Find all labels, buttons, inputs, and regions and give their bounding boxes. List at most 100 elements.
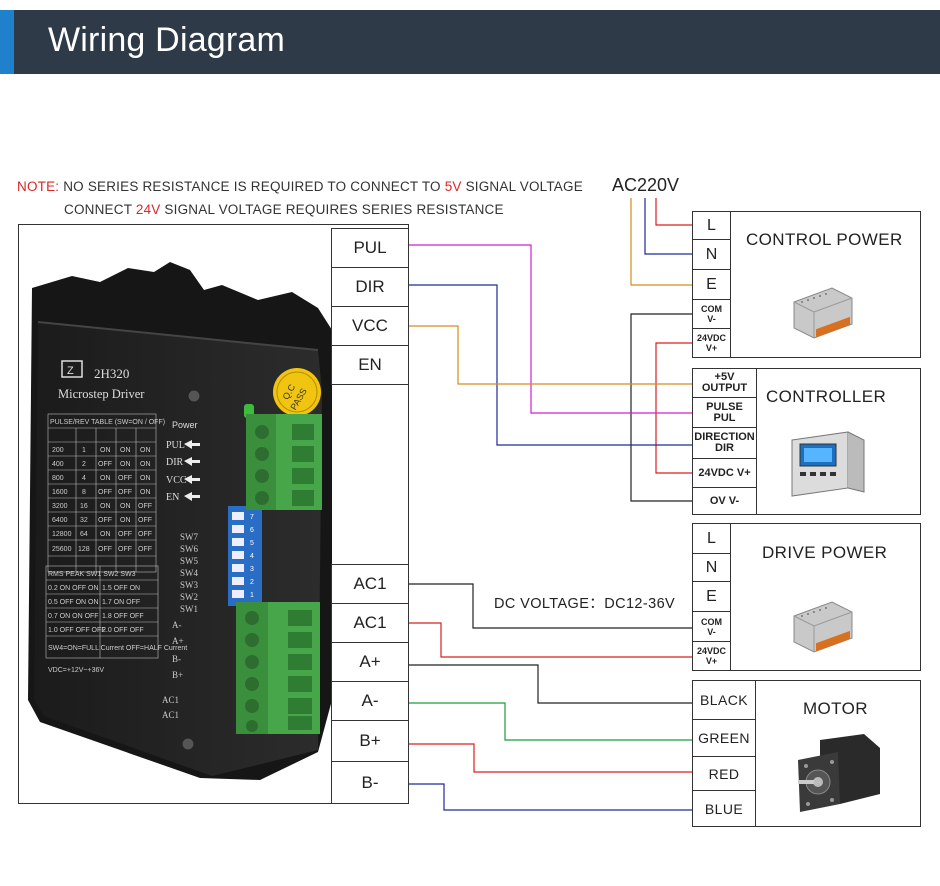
svg-text:4: 4 — [82, 475, 86, 482]
driver-terminal-vcc: VCC — [331, 306, 409, 346]
svg-text:200: 200 — [52, 447, 64, 454]
controller-pul-label: PULSE — [706, 400, 743, 413]
note-line1-a: NO SERIES RESISTANCE IS REQUIRED TO CONN… — [59, 179, 445, 194]
svg-text:6: 6 — [250, 527, 254, 534]
driver-model: 2H320 — [94, 366, 129, 381]
svg-text:1.5 OFF ON: 1.5 OFF ON — [102, 585, 140, 592]
drive-power-terminal-e: E — [692, 581, 731, 612]
svg-text:6400: 6400 — [52, 517, 68, 524]
side-label-pul: PUL — [166, 440, 185, 451]
control-power-terminal-l: L — [692, 211, 731, 240]
page-title: Wiring Diagram — [48, 21, 286, 59]
note-prefix: NOTE: — [17, 179, 60, 194]
svg-text:ON: ON — [120, 461, 131, 468]
svg-text:2.0 OFF OFF: 2.0 OFF OFF — [102, 627, 144, 634]
svg-text:1.7 ON OFF: 1.7 ON OFF — [102, 599, 140, 606]
drive-power-title: DRIVE POWER — [762, 543, 888, 562]
svg-text:ON: ON — [140, 447, 151, 454]
control-power-com-label: COM — [701, 304, 722, 314]
svg-text:ON: ON — [100, 503, 111, 510]
svg-text:ON: ON — [100, 475, 111, 482]
motor-wire-red: RED — [692, 756, 756, 791]
signal-terminal-block-icon — [246, 414, 322, 510]
motor-side-label-2: A+ — [172, 636, 184, 646]
svg-text:3: 3 — [250, 566, 254, 573]
svg-text:32: 32 — [80, 517, 88, 524]
control-power-terminal-n: N — [692, 239, 731, 270]
drive-power-terminal-l: L — [692, 523, 731, 554]
controller-dir-label: DIRECTION — [694, 431, 755, 443]
control-power-com-sub: V- — [707, 314, 716, 324]
svg-text:ON: ON — [120, 517, 131, 524]
svg-text:7: 7 — [250, 514, 254, 521]
svg-text:128: 128 — [78, 546, 90, 553]
controller-dir-sub: DIR — [715, 442, 734, 454]
svg-text:ON: ON — [100, 447, 111, 454]
controller-device-icon — [791, 431, 865, 497]
svg-text:25600: 25600 — [52, 546, 72, 553]
drive-power-vdc-label: 24VDC — [696, 646, 726, 656]
svg-text:3200: 3200 — [52, 503, 68, 510]
svg-text:OFF: OFF — [138, 517, 152, 524]
svg-text:1: 1 — [250, 592, 254, 599]
drive-power-com-sub: V- — [707, 626, 716, 637]
driver-subtitle: Microstep Driver — [58, 387, 145, 401]
svg-text:0.5 OFF ON ON: 0.5 OFF ON ON — [48, 599, 99, 606]
svg-text:ON: ON — [120, 503, 131, 510]
note-line-2: CONNECT 24V SIGNAL VOLTAGE REQUIRES SERI… — [64, 202, 504, 217]
svg-text:12800: 12800 — [52, 531, 72, 538]
svg-text:800: 800 — [52, 475, 64, 482]
svg-text:SW4=ON=FULL Current OFF=HALF C: SW4=ON=FULL Current OFF=HALF Current — [48, 645, 187, 652]
svg-text:OFF: OFF — [98, 517, 112, 524]
svg-text:OFF: OFF — [118, 531, 132, 538]
driver-terminal-a-minus: A- — [331, 681, 409, 721]
drive-power-vdc-sub: V+ — [705, 656, 718, 666]
motor-side-label-4: B+ — [172, 670, 183, 680]
driver-terminal-ac1-b: AC1 — [331, 603, 409, 643]
svg-text:ON: ON — [140, 475, 151, 482]
controller-5v-sub: OUTPUT — [701, 382, 748, 394]
svg-text:OFF: OFF — [138, 503, 152, 510]
driver-terminal-ac1-a: AC1 — [331, 564, 409, 604]
svg-text:VDC=+12V~+36V: VDC=+12V~+36V — [48, 667, 104, 674]
svg-text:1.8 OFF OFF: 1.8 OFF OFF — [102, 613, 144, 620]
svg-text:2: 2 — [82, 461, 86, 468]
psu-icon — [793, 287, 853, 339]
side-label-dir: DIR — [166, 457, 184, 468]
note-line1-b: SIGNAL VOLTAGE — [461, 179, 583, 194]
drive-power-com-label: COM — [701, 616, 722, 627]
svg-text:RMS PEAK SW1 SW2 SW3: RMS PEAK SW1 SW2 SW3 — [48, 571, 136, 578]
note-line-1: NOTE: NO SERIES RESISTANCE IS REQUIRED T… — [17, 179, 583, 194]
driver-terminal-pul: PUL — [331, 228, 409, 268]
driver-terminal-dir: DIR — [331, 267, 409, 307]
svg-text:16: 16 — [80, 503, 88, 510]
note-line2-b: SIGNAL VOLTAGE REQUIRES SERIES RESISTANC… — [160, 202, 504, 217]
control-power-title: CONTROL POWER — [746, 230, 903, 249]
control-power-vdc-label: 24VDC — [696, 333, 726, 343]
ac-side-label-1: AC1 — [162, 695, 179, 705]
side-label-en: EN — [166, 492, 179, 503]
sw2-label: SW2 — [180, 592, 198, 602]
svg-text:1: 1 — [82, 447, 86, 454]
svg-text:8: 8 — [82, 489, 86, 496]
svg-text:OFF: OFF — [98, 461, 112, 468]
driver-terminal-b-minus: B- — [331, 761, 409, 804]
svg-text:OFF: OFF — [138, 531, 152, 538]
sw3-label: SW3 — [180, 580, 199, 590]
ac-input-label: AC220V — [612, 175, 680, 195]
svg-text:OFF: OFF — [118, 546, 132, 553]
power-label: Power — [172, 420, 198, 430]
svg-text:1.0 OFF OFF OFF: 1.0 OFF OFF OFF — [48, 627, 106, 634]
driver-terminal-b-plus: B+ — [331, 720, 409, 762]
svg-text:64: 64 — [80, 531, 88, 538]
side-label-vcc: VCC — [166, 475, 187, 486]
svg-text:0.7 ON ON OFF: 0.7 ON ON OFF — [48, 613, 99, 620]
note-line2-highlight: 24V — [135, 202, 161, 217]
svg-text:ON: ON — [140, 489, 151, 496]
header-accent — [0, 10, 14, 74]
